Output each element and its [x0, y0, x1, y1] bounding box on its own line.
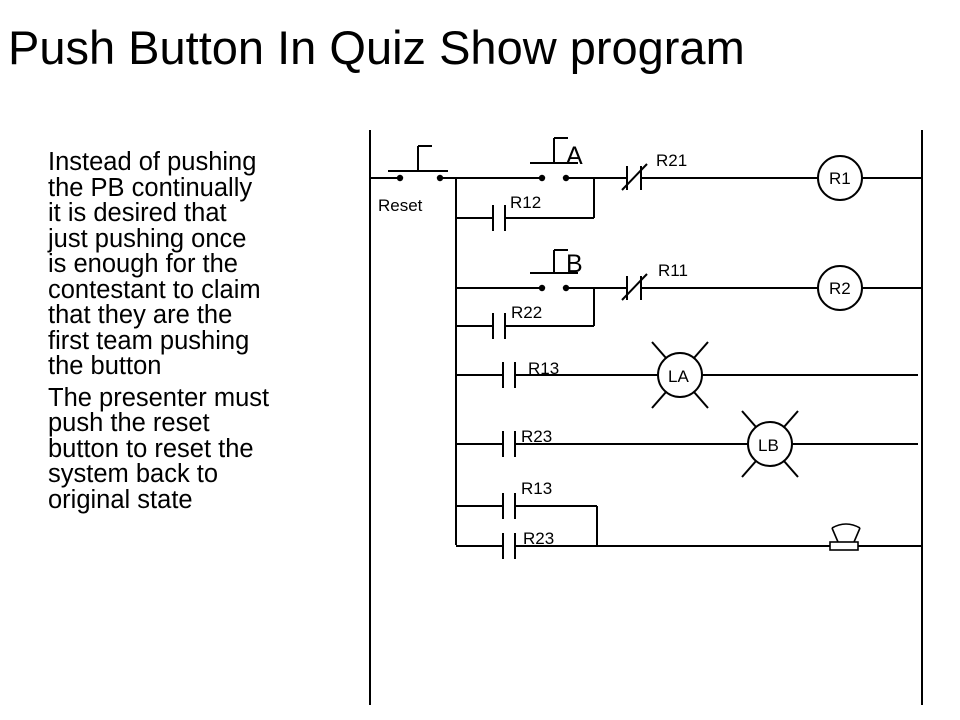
- terminal-dot: [562, 284, 570, 292]
- text-line: the PB continually: [48, 173, 253, 202]
- terminal-dot: [436, 174, 444, 182]
- pushbutton-b: [530, 249, 578, 274]
- text-line: contestant to claim: [48, 275, 261, 304]
- terminal-dot: [538, 174, 546, 182]
- label-r12: R12: [510, 193, 541, 212]
- description-text: Instead of pushing the PB continually it…: [48, 148, 348, 519]
- rung-3: [456, 341, 918, 409]
- rung-1: [370, 137, 922, 231]
- label-r13-buzzer: R13: [521, 479, 552, 498]
- contact-r13-buzzer-no: [502, 493, 516, 519]
- rung-4: [456, 410, 918, 478]
- label-lb: LB: [758, 436, 779, 455]
- paragraph-1: Instead of pushing the PB continually it…: [48, 148, 348, 380]
- contact-r23-buzzer-no: [502, 533, 516, 559]
- rung-5: [456, 493, 922, 559]
- contact-r23-no: [502, 431, 516, 457]
- terminal-dot: [562, 174, 570, 182]
- text-line: original state: [48, 485, 193, 514]
- text-line: it is desired that: [48, 199, 227, 227]
- label-a: A: [566, 142, 583, 170]
- paragraph-2: The presenter must push the reset button…: [48, 383, 348, 514]
- text-line: button to reset the: [48, 434, 254, 463]
- text-line: Instead of pushing: [48, 148, 257, 176]
- terminal-dot: [538, 284, 546, 292]
- text-line: is enough for the: [48, 250, 238, 278]
- page-title: Push Button In Quiz Show program: [8, 21, 745, 74]
- buzzer-icon: [829, 523, 861, 551]
- text-line: push the reset: [48, 409, 210, 437]
- pushbutton-a: [530, 137, 578, 164]
- text-line: that they are the: [48, 301, 233, 329]
- label-b: B: [566, 250, 583, 278]
- text-line: system back to: [48, 460, 219, 488]
- text-line: just pushing once: [48, 224, 247, 253]
- contact-r12-no: [492, 205, 506, 231]
- rung-2: [455, 218, 922, 545]
- contact-r13-no: [502, 362, 516, 388]
- label-reset: Reset: [378, 196, 423, 215]
- label-r22: R22: [511, 303, 542, 322]
- label-r13-lamp: R13: [528, 359, 559, 378]
- text-line: the button: [48, 352, 162, 380]
- label-r23-lamp: R23: [521, 427, 552, 446]
- label-r23-buzzer: R23: [523, 529, 554, 548]
- label-r2: R2: [829, 279, 851, 298]
- text-line: first team pushing: [48, 326, 250, 355]
- lamp-la: [651, 341, 709, 409]
- text-line: The presenter must: [48, 383, 270, 412]
- label-r21: R21: [656, 151, 687, 170]
- reset-pushbutton: [388, 145, 448, 172]
- label-r11: R11: [658, 261, 688, 280]
- contact-r22-no: [492, 313, 506, 339]
- terminal-dot: [396, 174, 404, 182]
- label-la: LA: [668, 367, 689, 386]
- label-r1: R1: [829, 169, 851, 188]
